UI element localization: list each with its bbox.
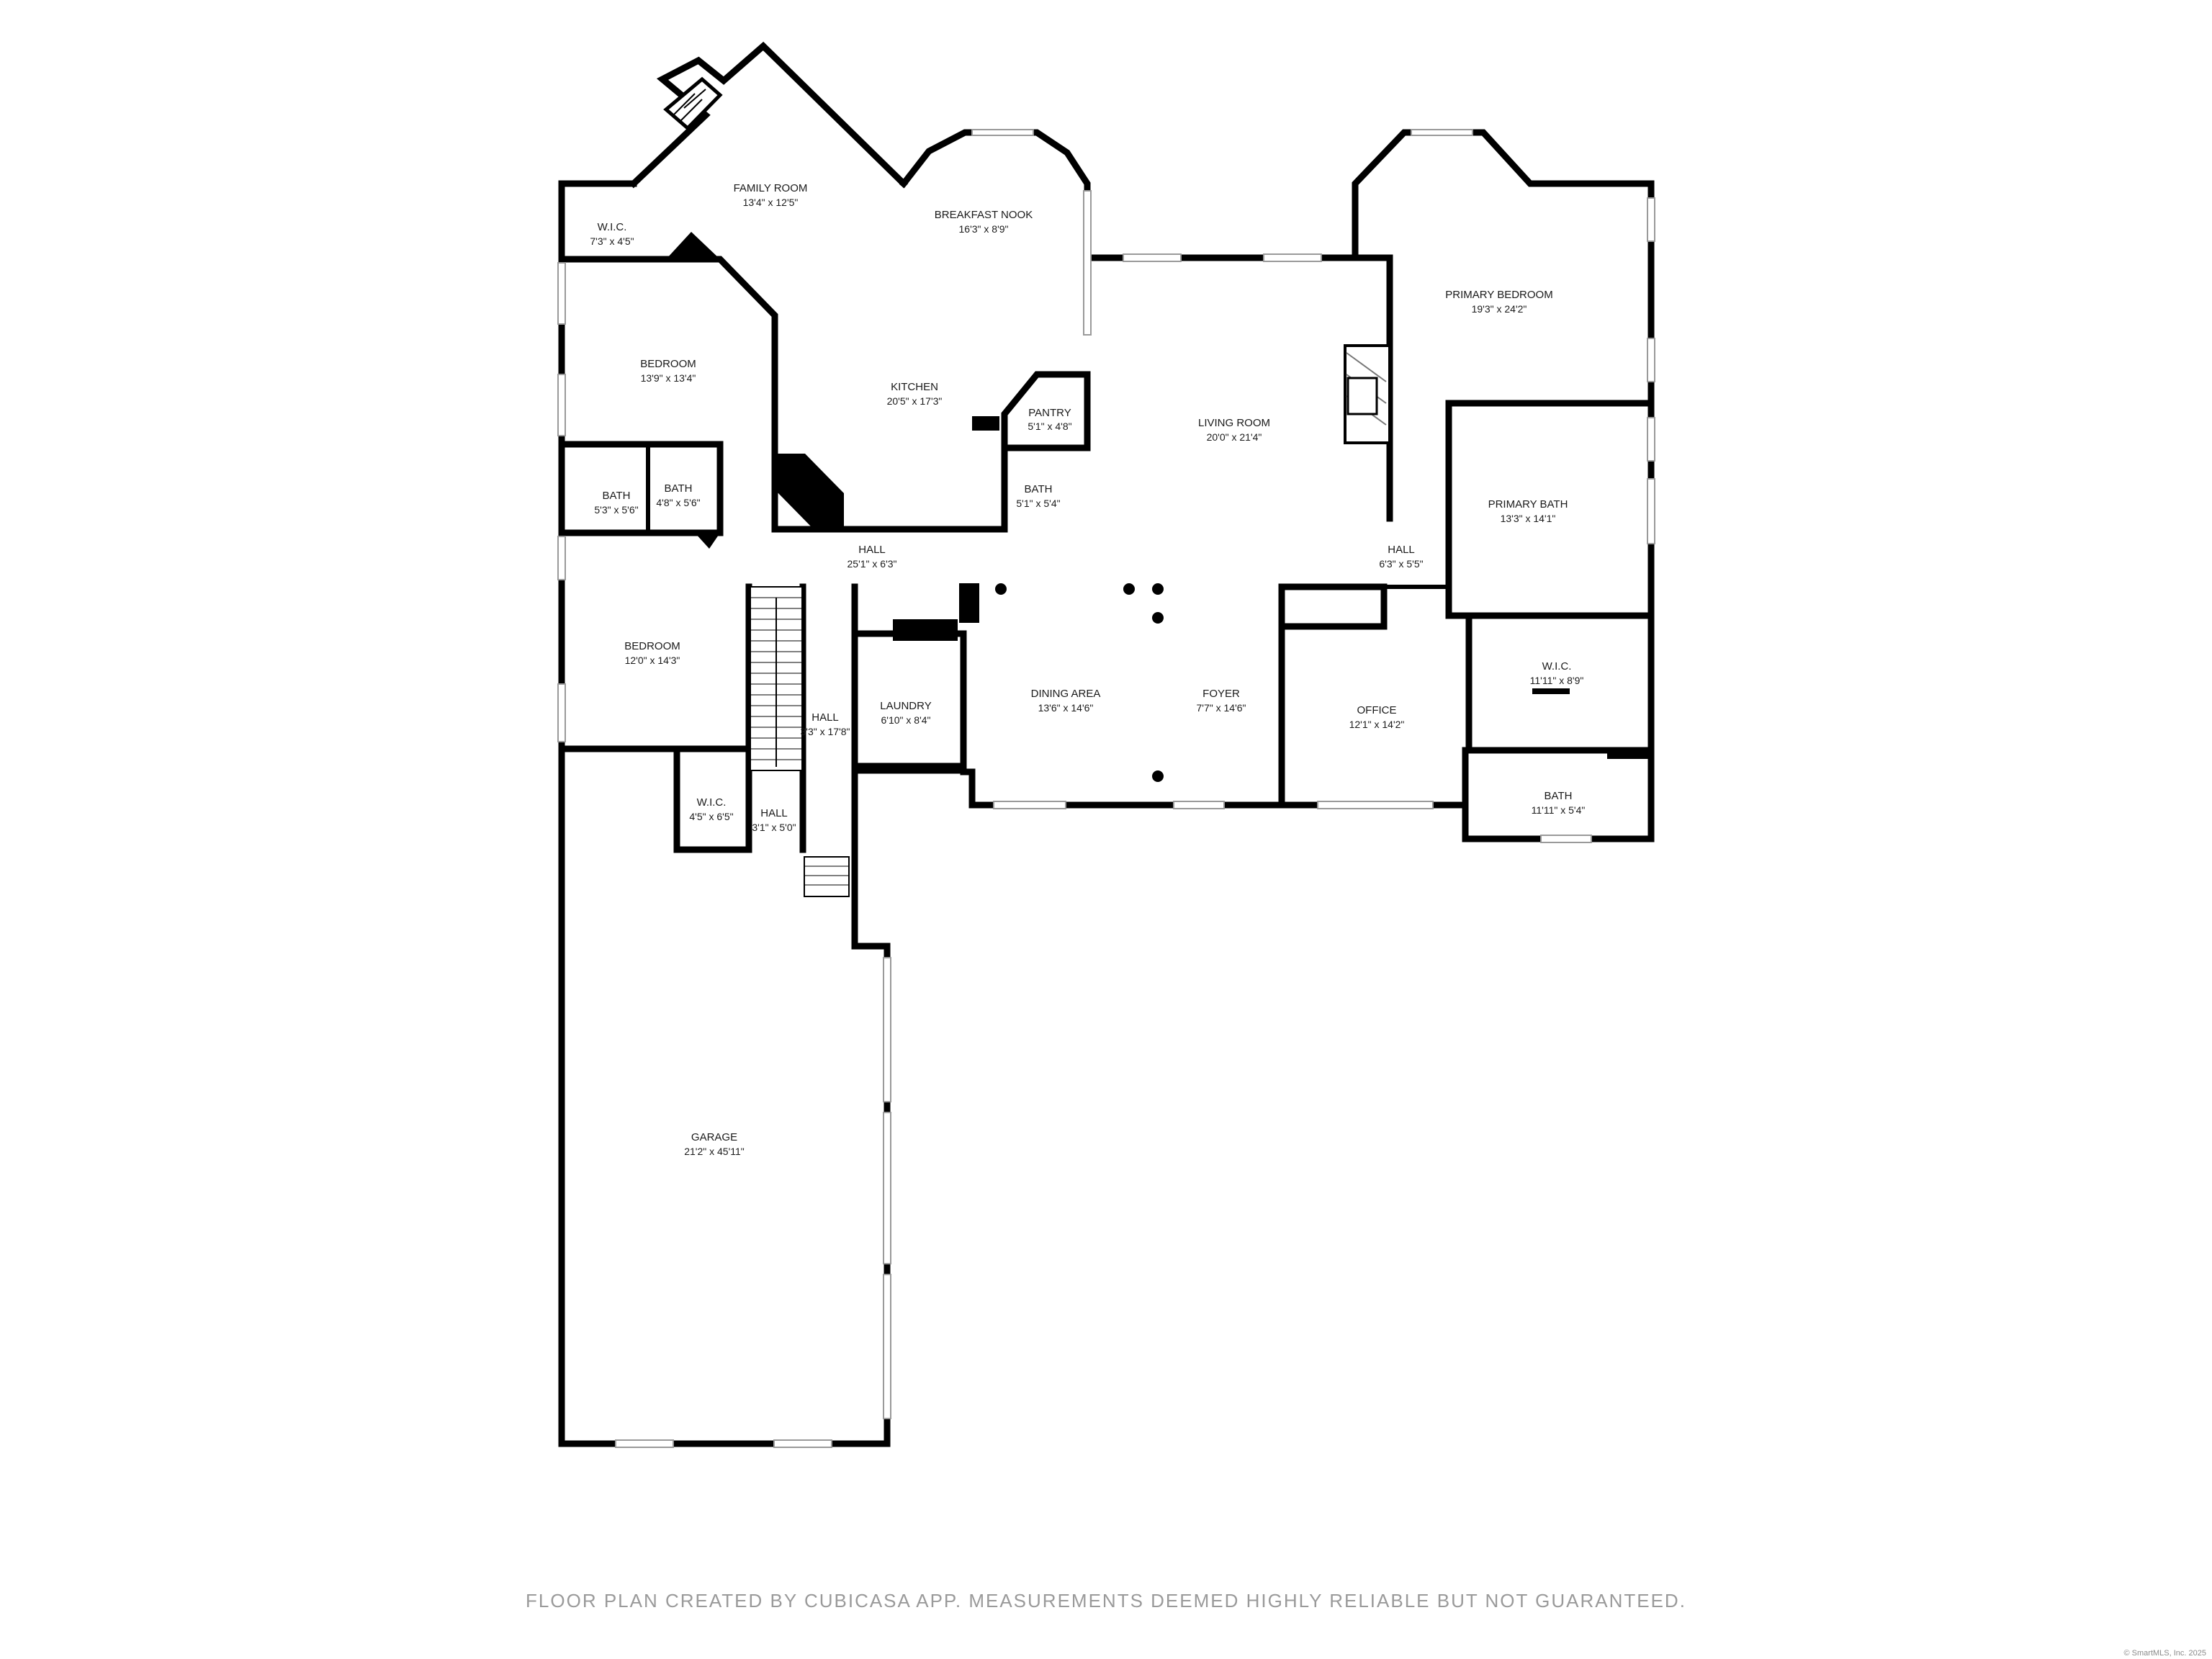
room-dims-hall-small: 3'1" x 5'0" bbox=[752, 822, 796, 833]
room-name-primary-bedroom: PRIMARY BEDROOM bbox=[1445, 289, 1552, 301]
room-name-bath-left-1: BATH bbox=[603, 490, 631, 502]
room-dims-breakfast-nook: 16'3" x 8'9" bbox=[959, 223, 1009, 235]
room-dims-bath-kitchen: 5'1" x 5'4" bbox=[1016, 498, 1060, 509]
room-name-living-room: LIVING ROOM bbox=[1198, 417, 1270, 429]
room-dims-pantry: 5'1" x 4'8" bbox=[1028, 421, 1071, 432]
room-name-hall-stairs: HALL bbox=[811, 711, 839, 724]
room-name-hall-small: HALL bbox=[760, 807, 788, 819]
room-name-primary-bath: PRIMARY BATH bbox=[1488, 498, 1568, 511]
room-name-wic-1: W.I.C. bbox=[598, 221, 627, 233]
room-name-bath-left-2: BATH bbox=[665, 482, 693, 495]
room-name-dining-area: DINING AREA bbox=[1031, 688, 1101, 700]
room-name-wic-2: W.I.C. bbox=[697, 796, 727, 809]
room-name-hall-main: HALL bbox=[858, 544, 886, 556]
room-dims-office: 12'1" x 14'2" bbox=[1349, 719, 1405, 730]
room-dims-laundry: 6'10" x 8'4" bbox=[881, 714, 931, 726]
room-dims-family-room: 13'4" x 12'5" bbox=[743, 197, 799, 208]
room-name-pantry: PANTRY bbox=[1028, 407, 1071, 419]
room-dims-bath-left-1: 5'3" x 5'6" bbox=[594, 504, 638, 516]
windows bbox=[557, 129, 1655, 1448]
chimney bbox=[663, 76, 723, 131]
room-dims-wic-1: 7'3" x 4'5" bbox=[590, 235, 634, 247]
room-name-office: OFFICE bbox=[1357, 704, 1397, 716]
disclaimer-text: FLOOR PLAN CREATED BY CUBICASA APP. MEAS… bbox=[526, 1590, 1686, 1611]
room-name-hall-right: HALL bbox=[1388, 544, 1415, 556]
room-dims-bedroom-1: 13'9" x 13'4" bbox=[641, 372, 696, 384]
room-name-bath-bottom: BATH bbox=[1545, 790, 1573, 802]
copyright-text: © SmartMLS, Inc. 2025 bbox=[2123, 1649, 2207, 1658]
room-dims-wic-2: 4'5" x 6'5" bbox=[689, 811, 733, 822]
room-dims-foyer: 7'7" x 14'6" bbox=[1197, 702, 1246, 714]
room-name-wic-primary: W.I.C. bbox=[1542, 660, 1572, 673]
room-dims-hall-right: 6'3" x 5'5" bbox=[1379, 558, 1423, 570]
room-dims-hall-stairs: 3'3" x 17'8" bbox=[801, 726, 850, 737]
room-name-kitchen: KITCHEN bbox=[891, 381, 938, 393]
room-dims-living-room: 20'0" x 21'4" bbox=[1207, 431, 1262, 443]
room-labels: FAMILY ROOM 13'4" x 12'5" BREAKFAST NOOK… bbox=[590, 182, 1585, 1157]
room-name-bedroom-1: BEDROOM bbox=[640, 358, 696, 370]
solid-blocks bbox=[666, 232, 1650, 759]
fireplace bbox=[1344, 344, 1391, 444]
room-dims-primary-bedroom: 19'3" x 24'2" bbox=[1472, 303, 1527, 315]
room-dims-dining-area: 13'6" x 14'6" bbox=[1038, 702, 1094, 714]
room-name-breakfast-nook: BREAKFAST NOOK bbox=[935, 209, 1033, 221]
room-dims-kitchen: 20'5" x 17'3" bbox=[887, 395, 943, 407]
room-name-bedroom-2: BEDROOM bbox=[624, 640, 680, 652]
stairs bbox=[750, 586, 850, 897]
room-name-foyer: FOYER bbox=[1202, 688, 1240, 700]
room-name-garage: GARAGE bbox=[691, 1131, 737, 1143]
room-dims-bath-left-2: 4'8" x 5'6" bbox=[656, 497, 700, 508]
room-dims-garage: 21'2" x 45'11" bbox=[684, 1146, 745, 1157]
room-dims-wic-primary: 11'11" x 8'9" bbox=[1530, 675, 1584, 686]
room-dims-hall-main: 25'1" x 6'3" bbox=[848, 558, 897, 570]
columns bbox=[995, 583, 1164, 782]
room-dims-bedroom-2: 12'0" x 14'3" bbox=[625, 655, 680, 666]
room-dims-bath-bottom: 11'11" x 5'4" bbox=[1532, 804, 1586, 816]
walls bbox=[558, 41, 1655, 1447]
room-name-bath-kitchen: BATH bbox=[1025, 483, 1053, 495]
room-dims-primary-bath: 13'3" x 14'1" bbox=[1501, 513, 1556, 524]
room-name-laundry: LAUNDRY bbox=[880, 700, 931, 712]
room-name-family-room: FAMILY ROOM bbox=[734, 182, 808, 194]
